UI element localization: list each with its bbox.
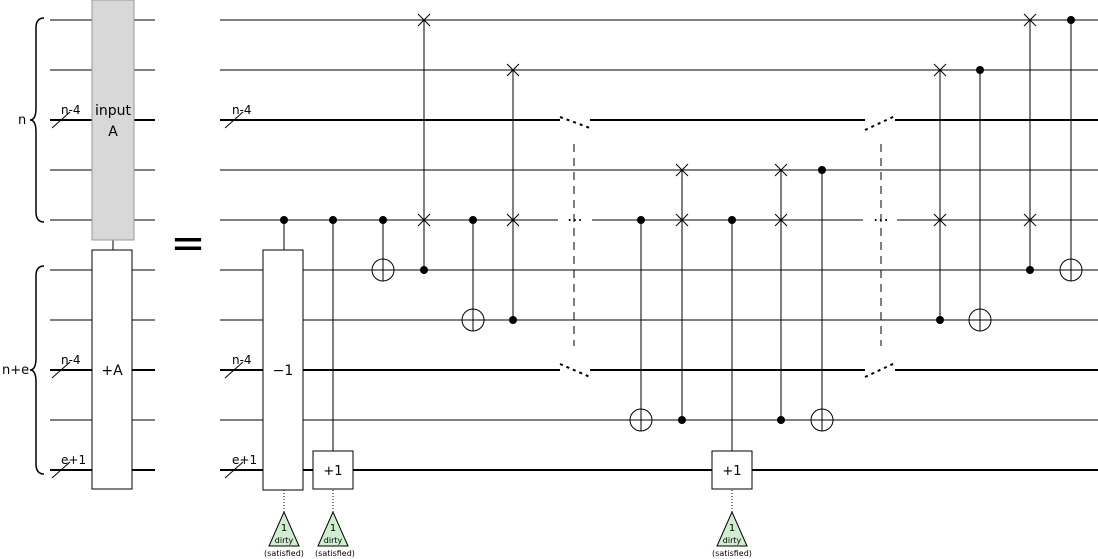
plus-a-box [91,249,133,490]
ellipsis-icon: ⋯ [873,210,889,229]
swap-x-icon [774,213,788,227]
plus-a-label: +A [101,363,123,379]
lhs-bus-label-top: n-4 [61,103,81,117]
plus-one-box [711,450,753,490]
lhs-bus-slash-bottom [51,461,71,479]
swap-x-icon [1023,213,1037,227]
ellipsis-diagonal [864,362,896,378]
ellipsis-diagonal [559,116,591,129]
rhs-bus-slash-top [224,111,244,129]
control-dot [637,216,645,224]
dirty-ancilla-indicator: 1 dirty (satisfied) [712,490,752,558]
lhs-bus-slash-top [51,111,71,129]
input-a-box [91,0,135,241]
lhs-bus-slash-mid [51,361,71,379]
rhs-bus-slash-bottom [224,461,244,479]
dirty-ancilla-indicator: 1 dirty (satisfied) [264,490,304,558]
minus-one-box [262,249,304,491]
ancilla-kind: dirty [275,536,294,545]
plus-one-label: +1 [722,464,741,479]
ancilla-kind: dirty [324,536,343,545]
brace-bottom [29,265,45,475]
rhs-bus-slash-mid [224,361,244,379]
swap-x-icon [774,163,788,177]
rhs-circuit: n-4 n-4 e+1 −1 +1 [220,13,1098,558]
rhs-bus-label-bottom: e+1 [232,453,257,467]
input-a-label-line1: input [95,103,132,119]
ancilla-kind: dirty [723,536,742,545]
brace-bottom-label: n+e [2,363,29,378]
control-dot [329,216,337,224]
swap-x-icon [417,213,431,227]
swap-x-icon [933,63,947,77]
rhs-bus-label-top: n-4 [232,103,252,117]
lhs-circuit: n n+e n-4 n-4 e+1 input A +A [2,0,155,490]
control-dot [509,316,517,324]
ancilla-count: 1 [281,523,287,534]
ancilla-status: (satisfied) [264,549,304,558]
brace-top [29,17,45,223]
control-dot [728,216,736,224]
swap-x-icon [933,213,947,227]
lhs-bus-label-mid: n-4 [61,353,81,367]
ellipsis-diagonal [864,115,896,131]
swap-x-icon [675,163,689,177]
control-dot [1067,16,1075,24]
ancilla-triangle-icon [716,510,748,547]
control-dot [936,316,944,324]
equals-sign: = [170,218,205,267]
control-dot [678,416,686,424]
control-dot [1026,266,1034,274]
plus-one-label: +1 [323,464,342,479]
swap-x-icon [506,63,520,77]
input-a-label-line2: A [108,124,118,140]
control-dot [777,416,785,424]
control-dot [379,216,387,224]
ellipsis-diagonal [559,363,591,378]
ancilla-count: 1 [330,523,336,534]
control-dot [976,66,984,74]
ellipsis-icon: ⋯ [567,210,583,229]
minus-one-label: −1 [273,363,294,379]
control-dot [818,166,826,174]
lhs-bus-label-bottom: e+1 [61,453,86,467]
swap-x-icon [506,213,520,227]
ancilla-triangle-icon [317,510,349,547]
brace-top-label: n [18,113,26,128]
control-dot [420,266,428,274]
rhs-bus-label-mid: n-4 [232,353,252,367]
swap-x-icon [417,13,431,27]
swap-x-icon [675,213,689,227]
swap-x-icon [1023,13,1037,27]
dirty-ancilla-indicator: 1 dirty (satisfied) [315,490,355,558]
ancilla-count: 1 [729,523,735,534]
control-dot [280,216,288,224]
ancilla-status: (satisfied) [712,549,752,558]
ancilla-triangle-icon [268,510,300,547]
control-dot [469,216,477,224]
plus-one-box [312,450,354,490]
ancilla-status: (satisfied) [315,549,355,558]
